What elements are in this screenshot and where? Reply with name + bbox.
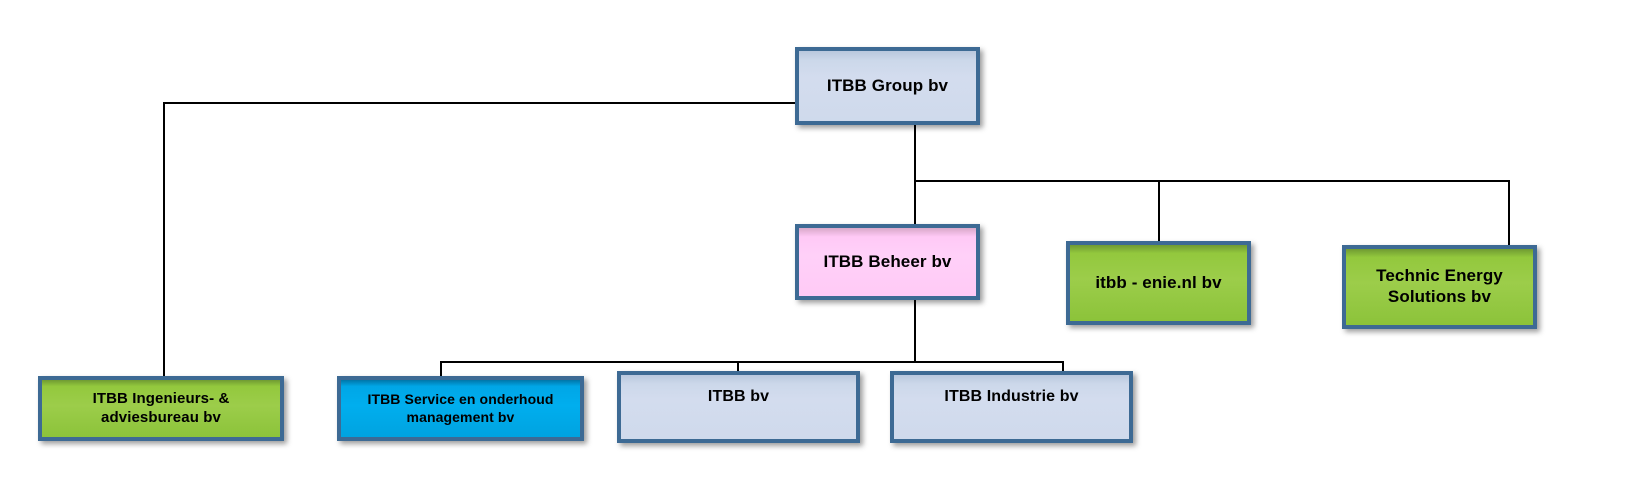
org-node-itbb-ingenieurs-adviesbureau-bv[interactable]: ITBB Ingenieurs- & adviesbureau bv	[38, 376, 284, 441]
org-node-label: ITBB Group bv	[826, 75, 949, 95]
org-node-itbb-bv[interactable]: ITBB bv	[617, 371, 860, 443]
org-node-label: itbb - enie.nl bv	[1095, 272, 1222, 292]
connector-to-service	[440, 361, 442, 378]
org-node-itbb-group-bv[interactable]: ITBB Group bv	[795, 47, 980, 125]
org-node-technic-energy-solutions-bv[interactable]: Technic Energy Solutions bv	[1342, 245, 1537, 329]
org-node-label: ITBB Service en onderhoud management bv	[367, 391, 554, 425]
connector-to-technic	[1508, 180, 1510, 246]
connector-to-itbb	[737, 361, 739, 373]
org-node-label: ITBB Industrie bv	[944, 388, 1079, 405]
connector-level1-bus	[914, 180, 1510, 182]
org-node-label: ITBB Ingenieurs- & adviesbureau bv	[92, 390, 230, 426]
connector-group-stem	[914, 124, 916, 182]
org-node-itbb-beheer-bv[interactable]: ITBB Beheer bv	[795, 224, 980, 300]
connector-level2-bus	[440, 361, 1064, 363]
connector-to-enie	[1158, 180, 1160, 242]
org-node-label: Technic Energy Solutions bv	[1376, 266, 1503, 306]
org-node-itbb-enie-nl-bv[interactable]: itbb - enie.nl bv	[1066, 241, 1251, 325]
connector-group-to-ingenieurs-horizontal	[163, 102, 797, 104]
org-node-label: ITBB Beheer bv	[823, 251, 952, 271]
connector-beheer-stem	[914, 299, 916, 363]
org-node-label: ITBB bv	[707, 388, 770, 405]
org-node-itbb-service-en-onderhoud-management-bv[interactable]: ITBB Service en onderhoud management bv	[337, 376, 584, 441]
connector-group-to-ingenieurs-vertical	[163, 102, 165, 378]
org-node-itbb-industrie-bv[interactable]: ITBB Industrie bv	[890, 371, 1133, 443]
connector-to-beheer	[914, 180, 916, 226]
connector-to-industrie	[1062, 361, 1064, 373]
